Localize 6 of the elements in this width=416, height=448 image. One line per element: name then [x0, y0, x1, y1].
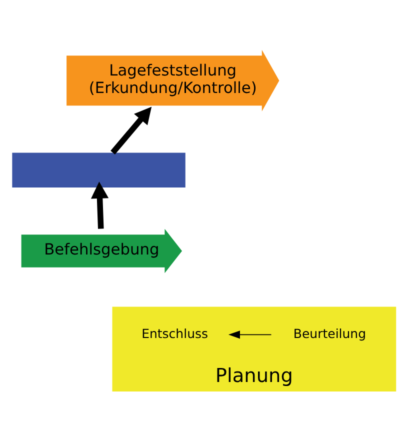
node-text: Beurteilung: [293, 325, 366, 340]
node-text: Entschluss: [142, 325, 208, 340]
arrow: [228, 330, 272, 338]
arrow: [110, 106, 152, 154]
node-box: [12, 152, 186, 187]
arrow: [90, 181, 109, 228]
